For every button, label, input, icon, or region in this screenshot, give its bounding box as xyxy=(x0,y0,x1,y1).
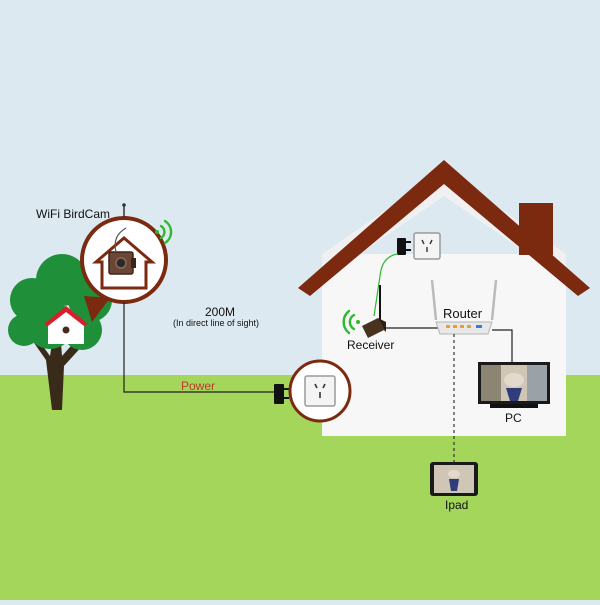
receiver-label: Receiver xyxy=(347,338,395,352)
pc-label: PC xyxy=(505,411,522,425)
upper-power-adapter-icon xyxy=(397,238,411,255)
wifi-signal-icon xyxy=(155,219,173,245)
power-cable xyxy=(123,302,274,393)
receiver-wifi-icon xyxy=(342,309,360,335)
router-pc-cable xyxy=(492,329,513,362)
upper-power-outlet xyxy=(413,232,441,260)
birdcam-callout xyxy=(80,203,168,304)
power-outlet-icon xyxy=(304,375,336,407)
router-label: Router xyxy=(443,306,483,321)
ipad xyxy=(430,462,478,496)
distance-label: 200M xyxy=(205,305,236,319)
power-outlet-callout xyxy=(288,359,352,423)
line-of-sight-label: (In direct line of sight) xyxy=(173,318,260,328)
birdcam-label: WiFi BirdCam xyxy=(36,207,110,221)
receiver xyxy=(362,285,386,338)
birdhouse-icon xyxy=(44,306,88,344)
power-adapter-icon xyxy=(274,384,289,404)
power-label: Power xyxy=(181,379,216,393)
pc-monitor xyxy=(478,362,550,408)
receiver-power-cable xyxy=(373,253,399,317)
camera-icon xyxy=(108,227,136,275)
router xyxy=(430,279,498,335)
callout-pointer xyxy=(84,296,110,322)
ipad-label: Ipad xyxy=(445,498,469,512)
